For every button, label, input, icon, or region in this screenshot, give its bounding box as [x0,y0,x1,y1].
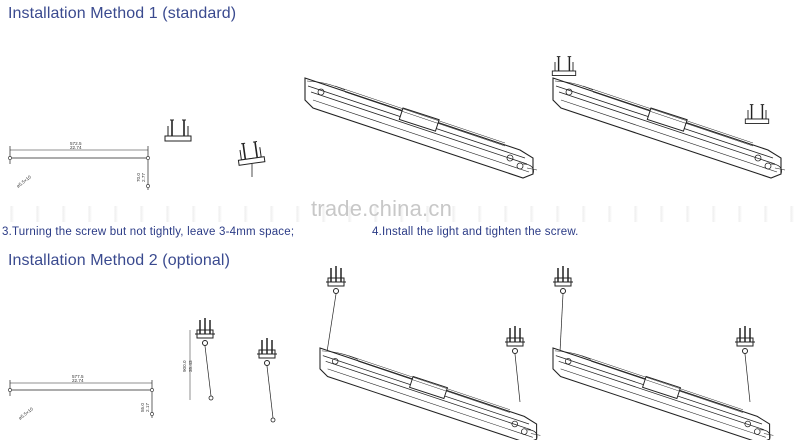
length-in-2: 22.74 [72,378,84,383]
watermark-strip [0,206,800,222]
fixture-step4-clip-right [744,103,770,125]
height-mm-2: 55.0 [140,403,145,412]
hole-size-2: ø5.5×10 [18,406,35,421]
length-mm-2: 577.5 [72,374,84,379]
ceiling-hanger-3b [504,325,526,355]
wire-hanger-2 [256,337,278,367]
fixture-suspended-1 [319,347,541,440]
step3-text: 3.Turning the screw but not tightly, lea… [2,226,295,238]
length-in-1: 22.74 [70,145,82,150]
wire-hanger-1 [194,317,216,347]
ceiling-hanger-3a [325,265,347,295]
mounting-clip-2 [235,140,266,167]
fixture-step3 [304,77,538,179]
ceiling-hanger-4a [552,265,574,295]
height-mm-1: 70.0 [136,173,141,182]
fixture-step4-clip-left [551,55,577,77]
dimension-drawing-2: 577.5 22.74 55.0 2.17 ø5.5×10 [8,374,154,421]
length-mm-1: 572.5 [70,141,82,146]
ceiling-hanger-4b [734,325,756,355]
method2-title: Installation Method 2 (optional) [8,252,230,269]
fixture-step4 [552,77,786,179]
step4-text: 4.Install the light and tighten the scre… [372,226,579,238]
watermark-text: trade.china.cn [311,196,452,221]
height-in-1: 2.77 [141,173,146,182]
dimension-drawing-1: 572.5 22.74 70.0 2.77 ø5.5×10 [8,141,150,190]
wire-length-in: 35.43 [188,360,193,372]
fixture-suspended-2 [552,347,774,440]
mounting-clip-1 [164,119,192,142]
wire-length-mm: 900.0 [182,360,187,372]
method1-title: Installation Method 1 (standard) [8,5,237,22]
height-in-2: 2.17 [145,403,150,412]
hole-size-1: ø5.5×10 [16,174,33,189]
